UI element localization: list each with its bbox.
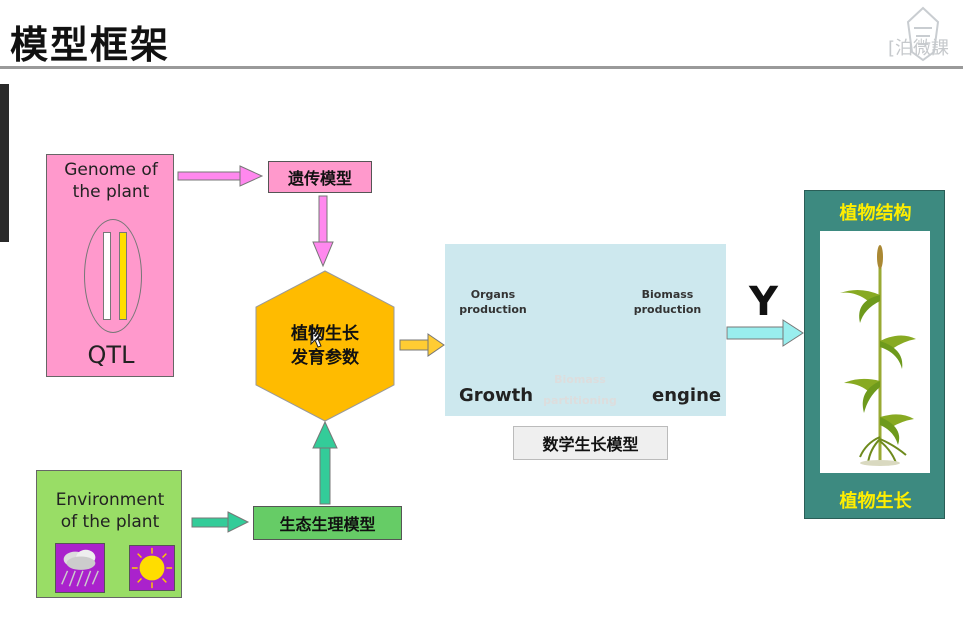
output-y-label: Y bbox=[749, 279, 778, 325]
qtl-label: QTL bbox=[87, 341, 135, 369]
arrow-env-to-eco bbox=[191, 511, 250, 533]
hexagon-line1: 植物生长 bbox=[291, 324, 359, 344]
genome-label-line2: the plant bbox=[72, 182, 150, 202]
biomass-part-line1: Biomass bbox=[554, 373, 606, 386]
chromosome-oval bbox=[84, 219, 142, 333]
watermark-text: [泊微課 bbox=[888, 38, 950, 59]
biomass-partitioning-label: Biomass partitioning bbox=[532, 372, 628, 408]
maize-plant-icon bbox=[840, 245, 916, 466]
slide-title: 模型框架 bbox=[10, 23, 171, 67]
hexagon-label: 植物生长 发育参数 bbox=[256, 322, 394, 370]
organs-production-label: Organs production bbox=[458, 287, 528, 317]
engine-word: engine bbox=[652, 385, 722, 406]
plant-structure-label: 植物结构 bbox=[839, 203, 912, 224]
arrow-genome-to-genetic bbox=[177, 165, 264, 187]
title-divider bbox=[0, 66, 963, 69]
hexagon-shape bbox=[255, 270, 395, 422]
plant-image-frame bbox=[820, 231, 930, 473]
genome-label: Genome of the plant bbox=[47, 159, 175, 203]
biomass-prod-line1: Biomass bbox=[641, 288, 694, 301]
environment-label: Environment of the plant bbox=[37, 489, 183, 533]
genetic-model-box: 遗传模型 bbox=[268, 161, 372, 193]
arrow-engine-to-plant bbox=[726, 319, 804, 347]
sun-icon bbox=[129, 545, 175, 591]
growth-engine-panel bbox=[445, 244, 726, 416]
cursor-icon bbox=[310, 324, 325, 348]
left-edge-strip bbox=[0, 84, 9, 242]
environment-box: Environment of the plant bbox=[36, 470, 182, 598]
organs-line1: Organs bbox=[470, 288, 516, 301]
plant-growth-label: 植物生长 bbox=[839, 491, 912, 512]
environment-label-line1: Environment bbox=[55, 490, 165, 510]
genome-box: Genome of the plant QTL bbox=[46, 154, 174, 377]
arrow-genetic-to-hexagon bbox=[312, 195, 334, 268]
chromosome-yellow bbox=[119, 232, 127, 320]
organs-line2: production bbox=[459, 303, 527, 316]
biomass-part-line2: partitioning bbox=[543, 394, 617, 407]
genome-label-line1: Genome of bbox=[64, 160, 158, 180]
hexagon-line2: 发育参数 bbox=[291, 348, 359, 368]
rain-cloud-icon bbox=[55, 543, 105, 593]
chromosome-white bbox=[103, 232, 111, 320]
arrow-eco-to-hexagon bbox=[312, 420, 338, 505]
plant-panel: 植物结构 植物生长 bbox=[804, 190, 945, 519]
biomass-production-label: Biomass production bbox=[630, 287, 705, 317]
environment-label-line2: of the plant bbox=[60, 512, 160, 532]
biomass-prod-line2: production bbox=[633, 303, 702, 316]
growth-word: Growth bbox=[459, 385, 534, 406]
arrow-hexagon-to-engine bbox=[399, 333, 445, 357]
watermark-emblem-icon bbox=[906, 6, 940, 62]
math-growth-model-box: 数学生长模型 bbox=[513, 426, 668, 460]
eco-physiology-model-box: 生态生理模型 bbox=[253, 506, 402, 540]
